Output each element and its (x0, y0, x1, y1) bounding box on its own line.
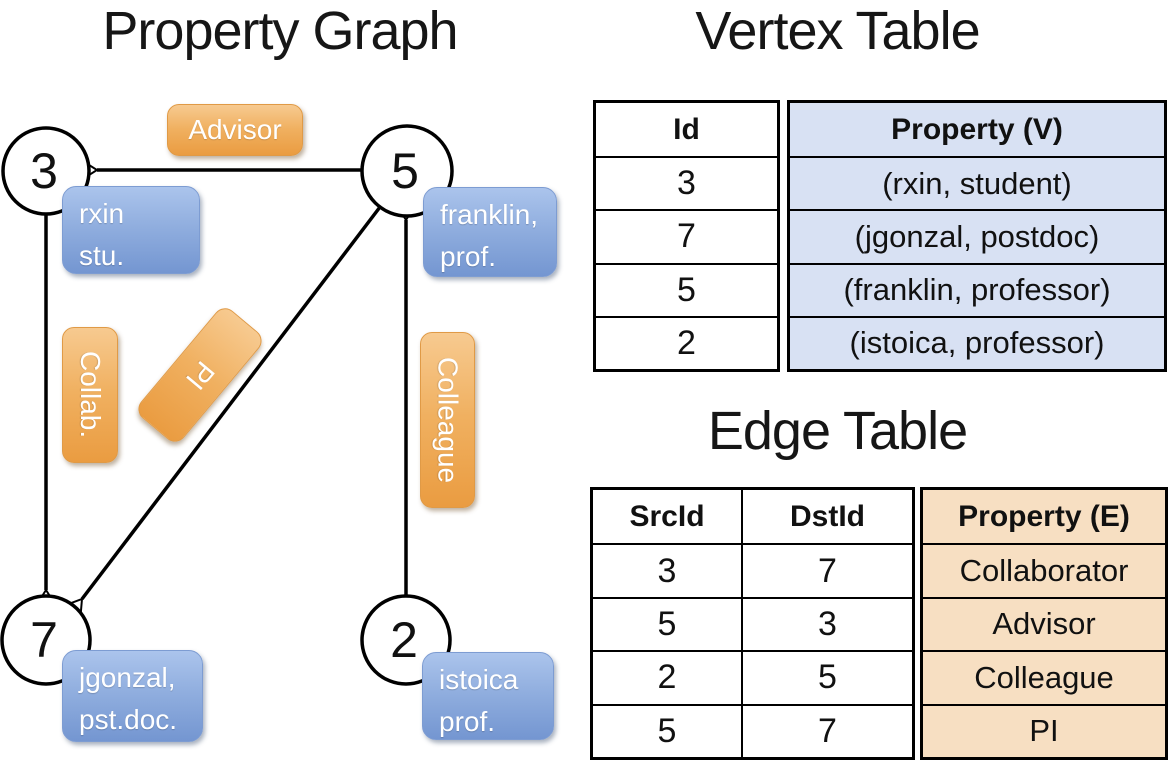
vertex-table-property-cell: (rxin, student) (790, 156, 1164, 209)
edge-arrow-5-to-7 (62, 205, 382, 621)
vertex-table-id-column: Id 3 7 5 2 (593, 100, 780, 372)
vertex-property-line: prof. (440, 241, 497, 272)
vertex-property-line: franklin, (440, 199, 539, 230)
edge-table-srcid-header: SrcId (593, 490, 743, 544)
vertex-property-box-2: istoica prof. (422, 652, 554, 740)
edge-table-srcid-cell: 5 (593, 703, 743, 757)
vertex-table-property-cell: (franklin, professor) (790, 262, 1164, 316)
edge-table-property-cell: Advisor (923, 596, 1165, 650)
edge-table-srcid-cell: 2 (593, 650, 743, 704)
edge-table-property-header: Property (E) (958, 499, 1130, 533)
vertex-table-id-cell: 5 (596, 262, 777, 316)
property-graph-title: Property Graph (102, 1, 458, 61)
edge-label-advisor: Advisor (167, 104, 303, 156)
edge-table-dstid-cell: 3 (743, 596, 912, 650)
vertex-property-line: rxin (79, 198, 125, 229)
edge-label-collab: Collab. (62, 327, 118, 463)
vertex-property-box-5: franklin, prof. (423, 187, 557, 277)
vertex-property-line: jgonzal, (79, 662, 176, 693)
vertex-node-3-id: 3 (30, 143, 58, 199)
vertex-table-property-cell: (jgonzal, postdoc) (790, 209, 1164, 262)
vertex-property-line: istoica (439, 664, 519, 695)
vertex-table-id-cell: 7 (596, 209, 777, 262)
vertex-property-box-3: rxin stu. (62, 186, 200, 274)
edge-table-src-dst-columns: SrcId DstId 3 7 5 3 2 5 5 7 (590, 487, 915, 760)
edge-table-title: Edge Table (707, 401, 968, 461)
edge-table-srcid-cell: 5 (593, 596, 743, 651)
edge-table-property-column: Property (E) Collaborator Advisor Collea… (920, 487, 1168, 760)
edge-table-dstid-cell: 5 (743, 650, 912, 703)
vertex-table-property-header: Property (V) (891, 112, 1063, 146)
vertex-table-property-column: Property (V) (rxin, student) (jgonzal, p… (787, 100, 1167, 372)
edge-label-colleague: Colleague (420, 332, 475, 508)
vertex-table-title: Vertex Table (695, 1, 980, 61)
vertex-table-id-header: Id (673, 112, 700, 146)
vertex-property-line: prof. (439, 706, 496, 737)
vertex-node-2-id: 2 (390, 612, 418, 668)
vertex-property-line: stu. (79, 240, 125, 271)
edge-table-srcid-cell: 3 (593, 543, 743, 597)
edge-table-dstid-cell: 7 (743, 703, 912, 757)
vertex-property-line: pst.doc. (79, 704, 178, 735)
vertex-property-box-7: jgonzal, pst.doc. (62, 650, 203, 742)
vertex-node-7-id: 7 (30, 612, 58, 668)
edge-table-property-cell: Collaborator (923, 543, 1165, 596)
edge-table-property-cell: Colleague (923, 650, 1165, 703)
vertex-table-id-cell: 2 (596, 315, 777, 369)
edge-table-property-cell: PI (923, 703, 1165, 757)
edge-table-dstid-header: DstId (790, 499, 865, 533)
vertex-node-5-id: 5 (391, 143, 419, 199)
edge-table-dstid-cell: 7 (743, 543, 912, 596)
vertex-table-id-cell: 3 (596, 156, 777, 209)
vertex-table-property-cell: (istoica, professor) (790, 315, 1164, 369)
